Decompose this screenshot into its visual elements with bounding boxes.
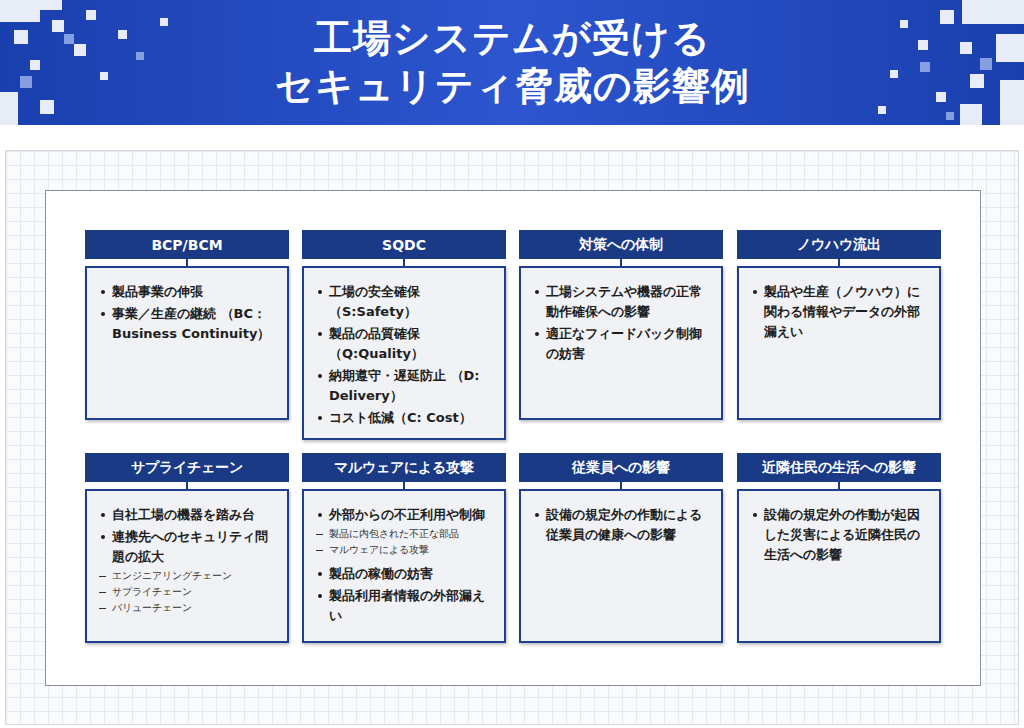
impact-card: 近隣住民の生活への影響設備の規定外の作動が起因した災害による近隣住民の生活への影… — [737, 453, 941, 643]
impact-card: 対策への体制工場システムや機器の正常動作確保への影響適正なフィードバック制御の妨… — [519, 230, 723, 420]
item-text: 工場の安全確保（S:Safety） — [329, 284, 420, 319]
impact-card: サプライチェーン自社工場の機器を踏み台連携先へのセキュリティ問題の拡大エンジニア… — [85, 453, 289, 643]
bullet-dot — [753, 290, 757, 294]
item-text: 製品事業の伸張 — [112, 284, 203, 299]
card-body: 自社工場の機器を踏み台連携先へのセキュリティ問題の拡大エンジニアリングチェーンサ… — [85, 489, 289, 643]
bullet-item: 連携先へのセキュリティ問題の拡大 — [99, 527, 277, 567]
item-text: 自社工場の機器を踏み台 — [112, 507, 255, 522]
item-text: 連携先へのセキュリティ問題の拡大 — [112, 529, 268, 564]
bullet-dot — [535, 290, 539, 294]
diagram-title: 工場システムが受ける セキュリティ脅威の影響例 — [262, 14, 762, 110]
card-heading: 近隣住民の生活への影響 — [737, 453, 941, 482]
item-text: 事業／生産の継続 （BC：Business Continuity） — [112, 306, 270, 341]
card-body: 工場の安全確保（S:Safety） 製品の品質確保（Q:Quality） 納期遵守・… — [302, 266, 506, 440]
bullet-item: 設備の規定外の作動が起因した災害による近隣住民の生活への影響 — [751, 505, 929, 565]
dash-marker — [316, 550, 323, 551]
bullet-item: 製品利用者情報の外部漏えい — [316, 586, 494, 626]
item-text: 工場システムや機器の正常動作確保への影響 — [546, 284, 702, 319]
bullet-item: 製品の品質確保（Q:Quality） — [316, 324, 494, 364]
item-text: 製品の品質確保（Q:Quality） — [329, 326, 424, 361]
bullet-dot — [318, 332, 322, 336]
dash-marker — [99, 592, 106, 593]
bullet-dot — [318, 513, 322, 517]
bullet-dot — [101, 535, 105, 539]
sub-item: サプライチェーン — [99, 584, 277, 600]
dash-marker — [99, 576, 106, 577]
sub-item: バリューチェーン — [99, 600, 277, 616]
impact-card: 従業員への影響設備の規定外の作動による従業員の健康への影響 — [519, 453, 723, 643]
item-text: バリューチェーン — [112, 602, 192, 613]
bullet-item: 製品の稼働の妨害 — [316, 564, 494, 584]
card-body: 製品や生産（ノウハウ）に関わる情報やデータの外部漏えい — [737, 266, 941, 420]
card-heading: 対策への体制 — [519, 230, 723, 259]
item-text: マルウェアによる攻撃 — [329, 544, 429, 555]
item-text: 設備の規定外の作動による従業員の健康への影響 — [546, 507, 702, 542]
item-text: エンジニアリングチェーン — [112, 570, 232, 581]
bullet-dot — [318, 594, 322, 598]
bullet-dot — [101, 290, 105, 294]
card-body: 外部からの不正利用や制御製品に内包された不正な部品マルウェアによる攻撃製品の稼働… — [302, 489, 506, 643]
bullet-dot — [318, 374, 322, 378]
item-text: 設備の規定外の作動が起因した災害による近隣住民の生活への影響 — [764, 507, 920, 562]
card-body: 製品事業の伸張事業／生産の継続 （BC：Business Continuity） — [85, 266, 289, 420]
bullet-item: 自社工場の機器を踏み台 — [99, 505, 277, 525]
impact-card: SQDC 工場の安全確保（S:Safety） 製品の品質確保（Q:Quality） 納… — [302, 230, 506, 440]
card-body: 工場システムや機器の正常動作確保への影響適正なフィードバック制御の妨害 — [519, 266, 723, 420]
sub-item: 製品に内包された不正な部品 — [316, 526, 494, 542]
item-text: 納期遵守・遅延防止 （D: Delivery） — [329, 368, 480, 403]
impact-card: マルウェアによる攻撃外部からの不正利用や制御製品に内包された不正な部品マルウェア… — [302, 453, 506, 643]
bullet-item: 設備の規定外の作動による従業員の健康への影響 — [533, 505, 711, 545]
bullet-item: 適正なフィードバック制御の妨害 — [533, 324, 711, 364]
impact-card: ノウハウ流出製品や生産（ノウハウ）に関わる情報やデータの外部漏えい — [737, 230, 941, 420]
card-body: 設備の規定外の作動による従業員の健康への影響 — [519, 489, 723, 643]
card-heading: サプライチェーン — [85, 453, 289, 482]
bullet-dot — [753, 513, 757, 517]
bullet-dot — [101, 513, 105, 517]
bullet-item: 工場の安全確保（S:Safety） — [316, 282, 494, 322]
bullet-item: 外部からの不正利用や制御 — [316, 505, 494, 525]
card-heading: ノウハウ流出 — [737, 230, 941, 259]
card-heading: BCP/BCM — [85, 230, 289, 259]
bullet-dot — [318, 572, 322, 576]
card-heading: マルウェアによる攻撃 — [302, 453, 506, 482]
dash-marker — [316, 534, 323, 535]
bullet-item: 製品や生産（ノウハウ）に関わる情報やデータの外部漏えい — [751, 282, 929, 342]
item-text: 製品に内包された不正な部品 — [329, 528, 459, 539]
dash-marker — [99, 608, 106, 609]
bullet-dot — [318, 416, 322, 420]
bullet-item: 事業／生産の継続 （BC：Business Continuity） — [99, 304, 277, 344]
card-body: 設備の規定外の作動が起因した災害による近隣住民の生活への影響 — [737, 489, 941, 643]
sub-item: マルウェアによる攻撃 — [316, 542, 494, 558]
bullet-dot — [535, 513, 539, 517]
bullet-item: 工場システムや機器の正常動作確保への影響 — [533, 282, 711, 322]
item-text: 適正なフィードバック制御の妨害 — [546, 326, 702, 361]
sub-item: エンジニアリングチェーン — [99, 568, 277, 584]
bullet-dot — [101, 312, 105, 316]
item-text: 製品利用者情報の外部漏えい — [329, 588, 485, 623]
bullet-dot — [318, 290, 322, 294]
item-text: コスト低減（C: Cost） — [329, 410, 472, 425]
impact-card: BCP/BCM 製品事業の伸張事業／生産の継続 （BC：Business Cont… — [85, 230, 289, 420]
item-text: サプライチェーン — [112, 586, 192, 597]
bullet-dot — [535, 332, 539, 336]
bullet-item: 製品事業の伸張 — [99, 282, 277, 302]
bullet-item: 納期遵守・遅延防止 （D: Delivery） — [316, 366, 494, 406]
bullet-item: コスト低減（C: Cost） — [316, 408, 494, 428]
card-heading: SQDC — [302, 230, 506, 259]
card-heading: 従業員への影響 — [519, 453, 723, 482]
item-text: 製品や生産（ノウハウ）に関わる情報やデータの外部漏えい — [764, 284, 920, 339]
item-text: 製品の稼働の妨害 — [329, 566, 433, 581]
item-text: 外部からの不正利用や制御 — [329, 507, 485, 522]
